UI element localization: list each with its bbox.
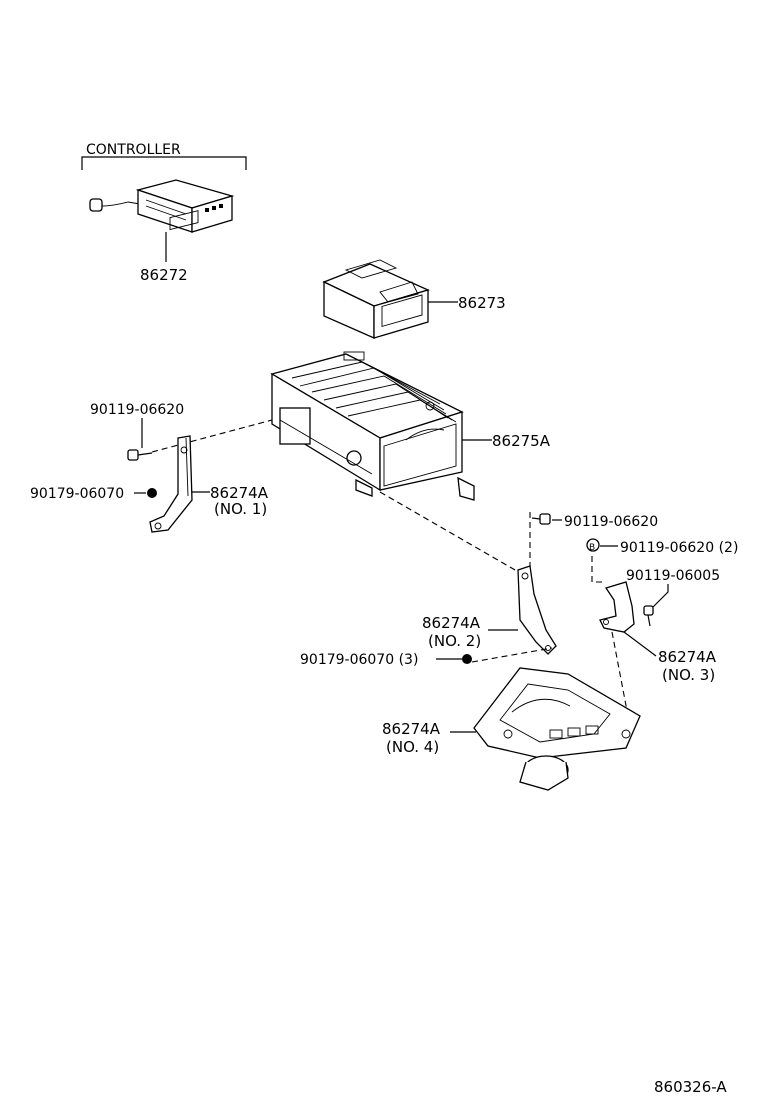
part-number-bracket4[interactable]: 86274A [382,720,441,738]
dashed-line-b-marker [591,556,606,583]
part-number-86273[interactable]: 86273 [458,294,506,312]
part-number-86272[interactable]: 86272 [140,266,188,284]
screw[interactable] [643,605,654,627]
bracket4-number: (NO. 4) [386,738,439,756]
bracket-no4[interactable] [473,667,641,791]
part-number-bracket2[interactable]: 86274A [422,614,481,632]
bolt-right[interactable] [531,513,551,525]
diagram-code: 860326-A [654,1078,727,1096]
part-number-nut-bottom[interactable]: 90179-06070 (3) [300,652,418,668]
bolt-left[interactable] [127,449,153,461]
bracket3-number: (NO. 3) [662,666,715,684]
bracket1-number: (NO. 1) [214,500,267,518]
controller-bracket-line [81,156,247,170]
part-number-bracket1[interactable]: 86274A [210,484,269,502]
part-number-bolt-left[interactable]: 90119-06620 [90,402,184,418]
bracket-no3[interactable] [599,581,635,633]
bracket-no1[interactable] [149,435,193,533]
leader-screw [651,584,669,609]
nut-bottom[interactable] [462,654,472,664]
main-unit-86275a[interactable] [270,351,475,501]
part-number-bolt-b2[interactable]: 90119-06620 (2) [620,540,738,556]
dashed-line-nut-bottom [471,647,553,663]
bracket2-number: (NO. 2) [428,632,481,650]
b-marker-circle [586,538,600,552]
b-marker-letter: B [589,543,595,553]
part-number-nut-left[interactable]: 90179-06070 [30,486,124,502]
part-number-bracket3[interactable]: 86274A [658,648,717,666]
dashed-line-bracket3-to-4 [611,631,629,717]
dashed-line-bolt-to-unit [151,419,273,453]
part-number-bolt-right[interactable]: 90119-06620 [564,514,658,530]
part-number-86275a[interactable]: 86275A [492,432,551,450]
part-number-screw[interactable]: 90119-06005 [626,568,720,584]
controller-unit-86272[interactable] [89,179,235,233]
bracket-no2[interactable] [517,565,557,655]
unit-86273[interactable] [322,259,430,339]
leader-bracket3 [623,631,657,657]
controller-label: CONTROLLER [86,142,181,158]
nut-left[interactable] [147,488,157,498]
dashed-line-unit-to-bracket2 [379,491,523,575]
